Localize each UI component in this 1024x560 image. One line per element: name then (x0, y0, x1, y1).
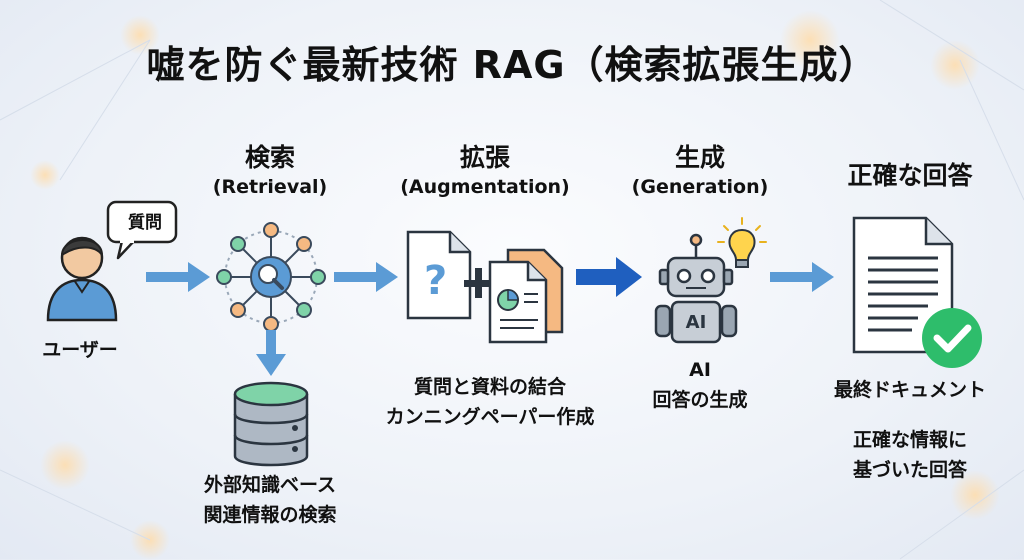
augmentation-heading-jp: 拡張 (459, 143, 510, 172)
answer-caption-doc: 最終ドキュメント (833, 379, 986, 401)
generation-caption-line2: 回答の生成 (652, 389, 748, 411)
generation-caption: AI 回答の生成 (610, 355, 790, 415)
user-bubble-text: 質問 (128, 213, 162, 233)
augmentation-caption-line2: カンニングペーパー作成 (385, 406, 595, 428)
user-label: ユーザー (42, 339, 118, 361)
user-icon (46, 200, 178, 322)
answer-heading: 正確な回答 (815, 160, 1005, 192)
report-document-icon (488, 248, 564, 344)
retrieval-heading-en: (Retrieval) (212, 176, 328, 198)
answer-caption: 正確な情報に 基づいた回答 (805, 425, 1015, 485)
retrieval-heading-jp: 検索 (244, 143, 295, 172)
plus-icon (464, 268, 494, 298)
lightbulb-icon (717, 217, 767, 268)
retrieval-caption-line2: 関連情報の検索 (203, 504, 337, 526)
speech-bubble-icon (106, 200, 178, 260)
arrow-right-icon (146, 262, 210, 292)
svg-text:?: ? (424, 258, 447, 304)
augmentation-heading-en: (Augmentation) (400, 176, 570, 198)
answer-caption-line3: 基づいた回答 (852, 459, 967, 481)
arrow-down-icon (256, 330, 286, 376)
generation-heading: 生成 (Generation) (610, 142, 790, 200)
augmentation-caption: 質問と資料の結合 カンニングペーパー作成 (360, 372, 620, 432)
arrow-right-icon (334, 262, 398, 292)
augmentation-heading: 拡張 (Augmentation) (385, 142, 585, 200)
network-search-icon (216, 222, 326, 332)
augmentation-caption-line1: 質問と資料の結合 (413, 376, 566, 398)
question-document-icon: ? (406, 230, 472, 320)
arrow-right-icon (770, 262, 834, 292)
answer-heading-text: 正確な回答 (847, 161, 973, 190)
arrow-right-bold-icon (576, 257, 642, 297)
generation-caption-line1: AI (689, 359, 711, 381)
retrieval-caption-line1: 外部知識ベース (203, 474, 337, 496)
database-icon (233, 381, 309, 467)
retrieval-caption: 外部知識ベース 関連情報の検索 (160, 470, 380, 530)
generation-heading-en: (Generation) (631, 176, 769, 198)
generation-heading-jp: 生成 (674, 143, 725, 172)
robot-icon (654, 217, 767, 344)
augmentation-icon-group: ? (406, 230, 564, 344)
answer-document-icon (852, 216, 982, 368)
page-title: 嘘を防ぐ最新技術 RAG（検索拡張生成） (146, 43, 878, 87)
checkmark-icon (922, 308, 982, 368)
robot-chest-label: AI (685, 312, 707, 333)
retrieval-heading: 検索 (Retrieval) (190, 142, 350, 200)
answer-caption-line2: 正確な情報に (852, 429, 967, 451)
